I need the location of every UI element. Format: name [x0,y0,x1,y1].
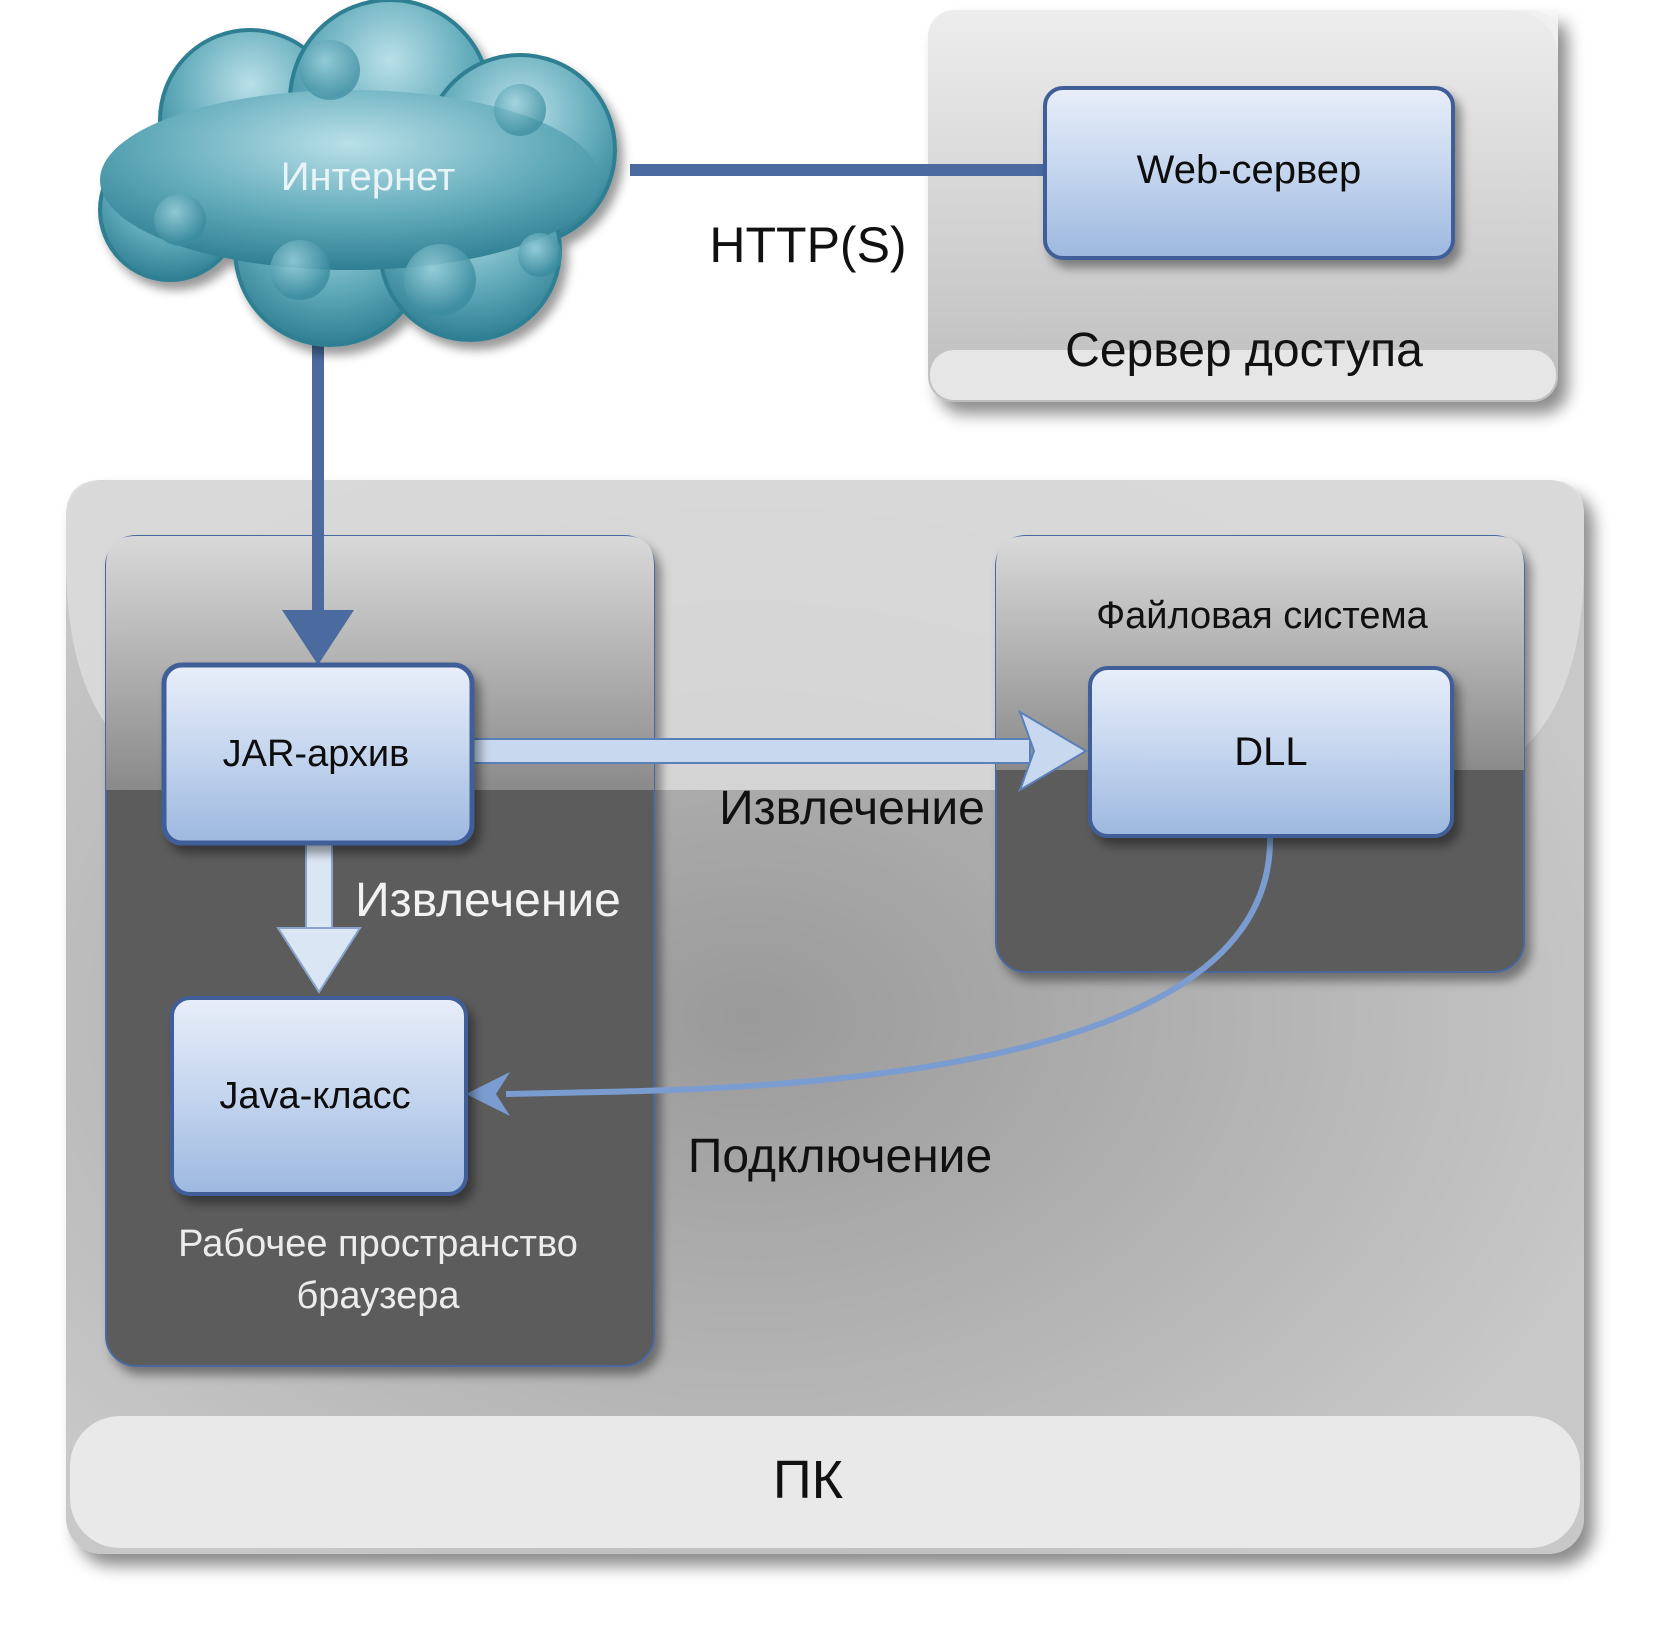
dll-to-class-connection [466,835,1274,1116]
web-server-label: Web-сервер [1137,148,1362,192]
java-class-box[interactable]: Java-класс [170,996,468,1196]
connect-edge-label: Подключение [688,1130,992,1183]
dll-label: DLL [1234,730,1307,774]
web-server-box[interactable]: Web-сервер [1043,86,1455,260]
java-class-label: Java-класс [219,1075,410,1117]
browser-workspace-title-line1: Рабочее пространство [178,1223,578,1265]
http-edge-label: HTTP(S) [709,217,906,273]
pc-title: ПК [773,1450,844,1510]
extract-class-edge-label: Извлечение [355,874,621,927]
extract-dll-edge-label: Извлечение [719,782,985,835]
internet-cloud: Интернет [98,0,617,347]
jar-to-class-arrow [276,839,362,994]
file-system-title: Файловая система [1096,595,1428,637]
jar-archive-box[interactable]: JAR-архив [161,662,475,846]
browser-workspace-title-line2: браузера [296,1275,460,1317]
internet-to-jar-arrowhead [282,610,354,665]
jar-archive-label: JAR-архив [223,733,410,775]
jar-to-dll-arrow [469,709,1088,793]
dll-box[interactable]: DLL [1088,666,1454,838]
access-server-title: Сервер доступа [1065,324,1423,377]
internet-label: Интернет [281,155,456,199]
